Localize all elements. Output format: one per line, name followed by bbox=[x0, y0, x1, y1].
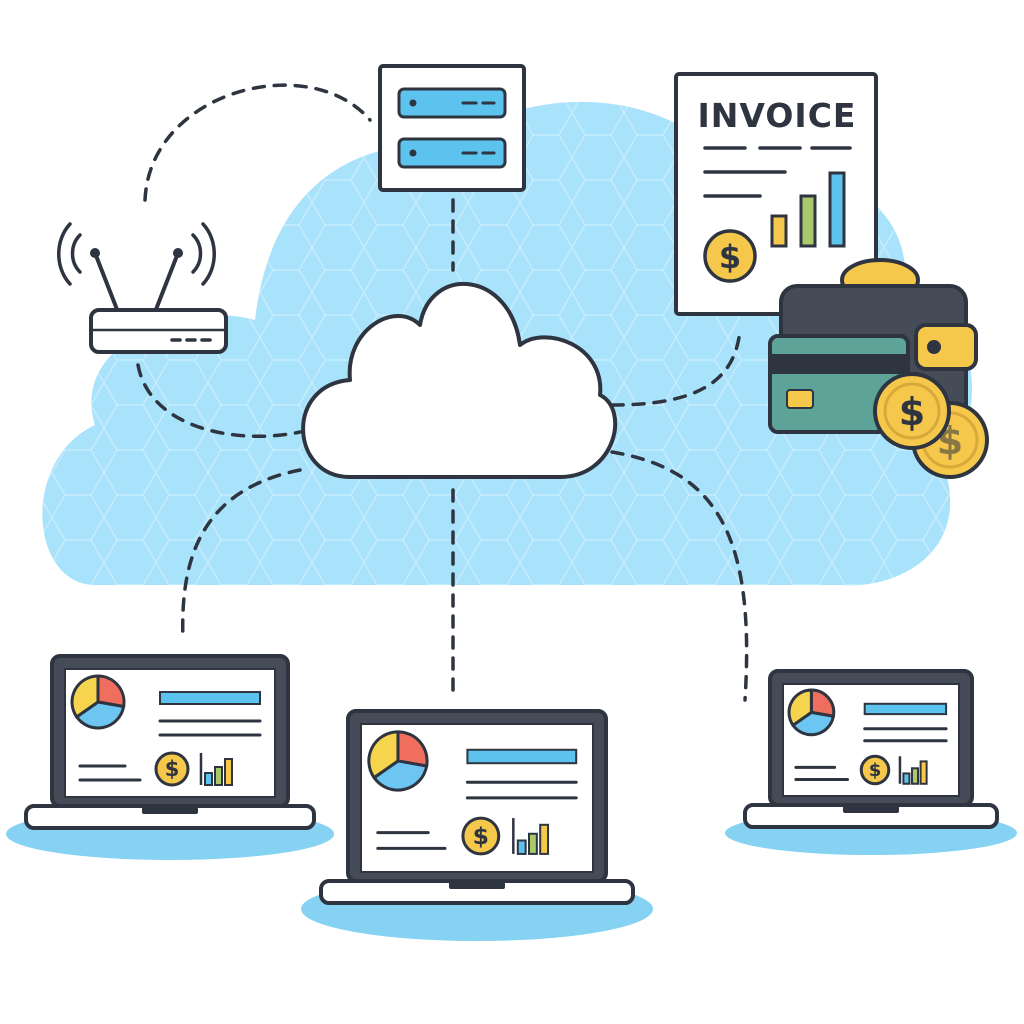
bar-chart-icon bbox=[512, 818, 550, 855]
wallet-icon: $ $ bbox=[768, 258, 989, 479]
text-lines bbox=[78, 719, 262, 782]
pie-chart-icon bbox=[70, 674, 126, 730]
svg-text:$: $ bbox=[719, 238, 741, 276]
laptop-base bbox=[743, 803, 999, 829]
connector-router-to-server bbox=[143, 83, 372, 202]
header-bar bbox=[466, 748, 578, 765]
svg-text:$: $ bbox=[165, 757, 180, 781]
coin-icon: $ bbox=[873, 372, 951, 450]
cloud-icon bbox=[301, 281, 618, 479]
bar-chart-icon bbox=[199, 753, 233, 786]
connector-router-to-cloud bbox=[136, 363, 302, 439]
laptop-icon: $ bbox=[6, 654, 334, 860]
invoice-title: INVOICE bbox=[698, 96, 857, 135]
router-icon bbox=[57, 222, 228, 354]
laptop-notch bbox=[142, 807, 198, 814]
laptop-notch bbox=[843, 806, 899, 813]
bar-chart-icon bbox=[898, 756, 928, 785]
laptop-base bbox=[319, 879, 635, 905]
dashed-connectors bbox=[136, 83, 749, 702]
svg-text:$: $ bbox=[869, 760, 882, 781]
svg-text:$: $ bbox=[473, 822, 489, 850]
svg-text:$: $ bbox=[899, 390, 925, 434]
laptop-notch bbox=[449, 882, 505, 889]
wifi-signal-icon bbox=[57, 222, 216, 286]
pie-chart-icon bbox=[787, 688, 836, 737]
bar-chart-icon bbox=[770, 171, 846, 248]
header-bar bbox=[863, 702, 948, 716]
text-lines bbox=[376, 780, 578, 850]
dollar-icon: $ bbox=[461, 816, 501, 856]
invoice-icon: INVOICE $ bbox=[674, 72, 878, 316]
laptops-group: $ $ $ bbox=[6, 654, 1017, 941]
dollar-icon: $ bbox=[859, 754, 891, 786]
laptop-base bbox=[24, 804, 316, 830]
laptop-icon: $ bbox=[725, 669, 1017, 855]
dollar-icon: $ bbox=[703, 229, 757, 283]
server-icon bbox=[378, 64, 526, 192]
connector-cloud-to-laptop-right bbox=[610, 450, 749, 702]
dollar-icon: $ bbox=[154, 751, 190, 787]
connector-cloud-to-laptop-left bbox=[180, 468, 302, 642]
text-lines bbox=[794, 727, 948, 781]
pie-chart-icon bbox=[367, 730, 429, 792]
laptop-icon: $ bbox=[301, 709, 653, 941]
header-bar bbox=[159, 691, 261, 705]
connector-cloud-to-wallet bbox=[610, 328, 742, 407]
